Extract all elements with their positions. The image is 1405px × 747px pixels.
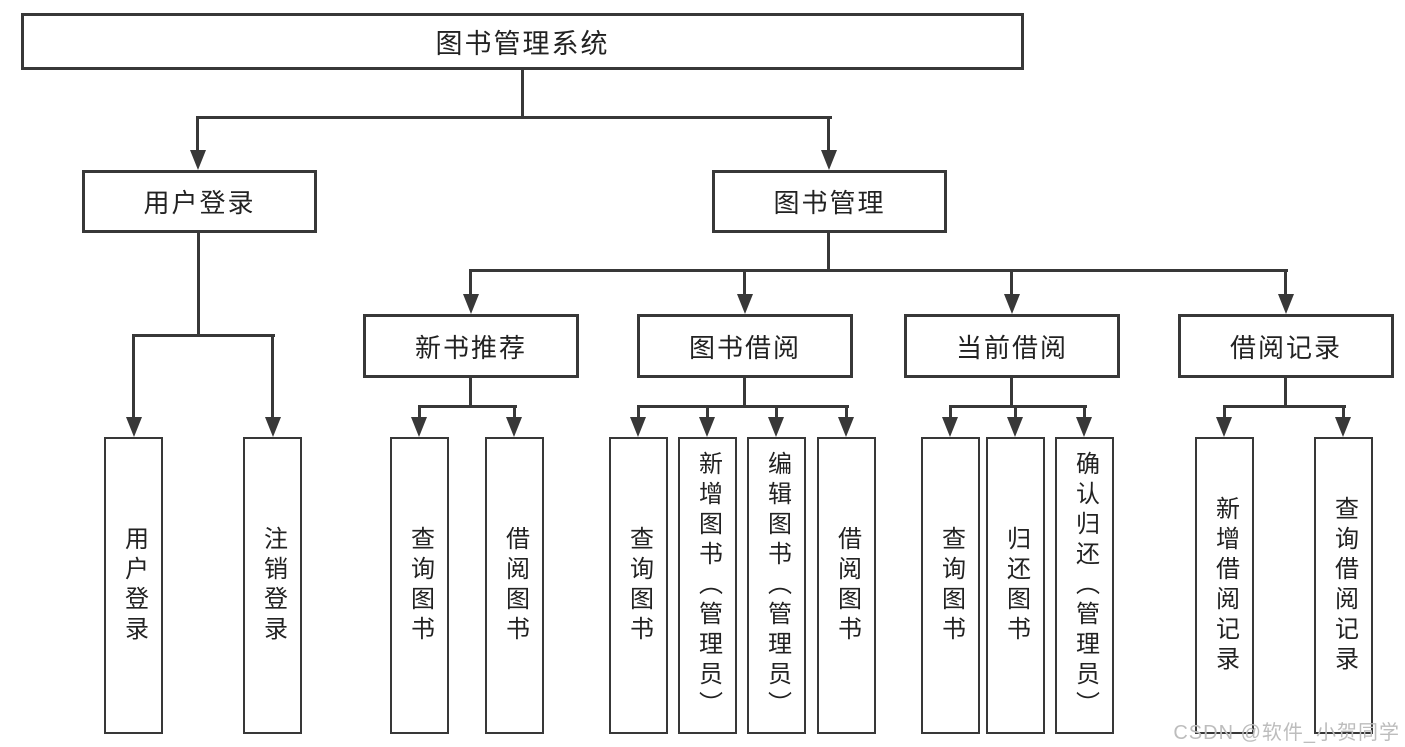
leaf-user-login: 用户登录 <box>104 437 163 734</box>
node-current-borrow: 当前借阅 <box>904 314 1120 378</box>
leaf-newrec-query-book: 查询图书 <box>390 437 449 734</box>
node-book-mgmt: 图书管理 <box>712 170 947 233</box>
connector-drop-leaf <box>1223 405 1226 421</box>
arrowhead-down-icon <box>768 417 784 437</box>
connector-drop-user-login <box>196 116 199 154</box>
connector-drop-leaf <box>949 405 952 421</box>
leaf-newrec-borrow-book: 借阅图书 <box>485 437 544 734</box>
connector-drop-leaf <box>418 405 421 421</box>
arrowhead-down-icon <box>506 417 522 437</box>
node-new-book-rec-label: 新书推荐 <box>414 332 527 363</box>
arrowhead-down-icon <box>1004 294 1020 314</box>
node-book-borrow-label: 图书借阅 <box>688 332 801 363</box>
leaf-logout-label: 注销登录 <box>259 525 287 646</box>
connector-drop-leaf <box>637 405 640 421</box>
connector-user-login-stem <box>197 232 200 337</box>
arrowhead-down-icon <box>1007 417 1023 437</box>
arrowhead-down-icon <box>463 294 479 314</box>
connector-current-borrow-stem <box>1010 378 1013 408</box>
connector-drop-new-book-rec <box>469 269 472 298</box>
connector-drop-leaf <box>513 405 516 421</box>
arrowhead-down-icon <box>737 294 753 314</box>
connector-root-bar <box>197 116 832 119</box>
leaf-edit-book-admin-label: 编辑图书（管理员） <box>763 450 791 721</box>
connector-book-borrow-stem <box>743 378 746 408</box>
leaf-newrec-query-book-label: 查询图书 <box>406 525 434 646</box>
leaf-add-borrow-record-label: 新增借阅记录 <box>1211 495 1239 676</box>
connector-drop-book-mgmt <box>827 116 830 154</box>
node-borrow-record-label: 借阅记录 <box>1229 332 1342 363</box>
connector-book-mgmt-bar <box>470 269 1288 272</box>
connector-drop-book-borrow <box>743 269 746 298</box>
connector-drop-current-borrow <box>1010 269 1013 298</box>
leaf-current-query-book-label: 查询图书 <box>937 525 965 646</box>
node-new-book-rec: 新书推荐 <box>363 314 579 378</box>
leaf-logout: 注销登录 <box>243 437 302 734</box>
leaf-add-book-admin: 新增图书（管理员） <box>678 437 737 734</box>
connector-book-mgmt-stem <box>827 233 830 272</box>
arrowhead-down-icon <box>1076 417 1092 437</box>
node-book-borrow: 图书借阅 <box>637 314 853 378</box>
node-user-login: 用户登录 <box>82 170 317 233</box>
arrowhead-down-icon <box>942 417 958 437</box>
connector-drop-leaf <box>1014 405 1017 421</box>
connector-drop-leaf <box>1083 405 1086 421</box>
connector-drop-leaf <box>775 405 778 421</box>
arrowhead-down-icon <box>1335 417 1351 437</box>
leaf-add-book-admin-label: 新增图书（管理员） <box>694 450 722 721</box>
leaf-query-borrow-record-label: 查询借阅记录 <box>1330 495 1358 676</box>
arrowhead-down-icon <box>1216 417 1232 437</box>
connector-book-borrow-bar <box>637 405 849 408</box>
connector-drop-leaf <box>132 334 135 421</box>
arrowhead-down-icon <box>190 150 206 170</box>
arrowhead-down-icon <box>838 417 854 437</box>
arrowhead-down-icon <box>699 417 715 437</box>
leaf-newrec-borrow-book-label: 借阅图书 <box>501 525 529 646</box>
leaf-add-borrow-record: 新增借阅记录 <box>1195 437 1254 734</box>
connector-drop-borrow-record <box>1284 269 1287 298</box>
connector-drop-leaf <box>1342 405 1345 421</box>
leaf-edit-book-admin: 编辑图书（管理员） <box>747 437 806 734</box>
leaf-borrow-query-book-label: 查询图书 <box>625 525 653 646</box>
leaf-current-query-book: 查询图书 <box>921 437 980 734</box>
leaf-confirm-return-admin-label: 确认归还（管理员） <box>1071 450 1099 721</box>
connector-drop-leaf <box>271 334 274 421</box>
connector-borrow-record-stem <box>1284 378 1287 408</box>
leaf-return-book: 归还图书 <box>986 437 1045 734</box>
connector-current-borrow-bar <box>949 405 1087 408</box>
leaf-query-borrow-record: 查询借阅记录 <box>1314 437 1373 734</box>
node-root-label: 图书管理系统 <box>435 29 610 59</box>
node-user-login-label: 用户登录 <box>143 188 256 218</box>
connector-new-book-rec-bar <box>418 405 517 408</box>
node-book-mgmt-label: 图书管理 <box>773 188 886 218</box>
arrowhead-down-icon <box>1278 294 1294 314</box>
leaf-confirm-return-admin: 确认归还（管理员） <box>1055 437 1114 734</box>
csdn-watermark: CSDN @软件_小贺同学 <box>1173 722 1400 744</box>
node-current-borrow-label: 当前借阅 <box>955 332 1068 363</box>
node-borrow-record: 借阅记录 <box>1178 314 1394 378</box>
leaf-user-login-label: 用户登录 <box>120 525 148 646</box>
connector-user-login-bar <box>132 334 275 337</box>
connector-new-book-rec-stem <box>469 378 472 408</box>
connector-root-stem <box>521 70 524 119</box>
arrowhead-down-icon <box>630 417 646 437</box>
connector-borrow-record-bar <box>1223 405 1346 408</box>
leaf-borrow-query-book: 查询图书 <box>609 437 668 734</box>
connector-drop-leaf <box>845 405 848 421</box>
arrowhead-down-icon <box>821 150 837 170</box>
arrowhead-down-icon <box>126 417 142 437</box>
node-root-system: 图书管理系统 <box>21 13 1024 70</box>
arrowhead-down-icon <box>411 417 427 437</box>
leaf-borrow-book-label: 借阅图书 <box>833 525 861 646</box>
arrowhead-down-icon <box>265 417 281 437</box>
connector-drop-leaf <box>706 405 709 421</box>
leaf-borrow-book: 借阅图书 <box>817 437 876 734</box>
leaf-return-book-label: 归还图书 <box>1002 525 1030 646</box>
